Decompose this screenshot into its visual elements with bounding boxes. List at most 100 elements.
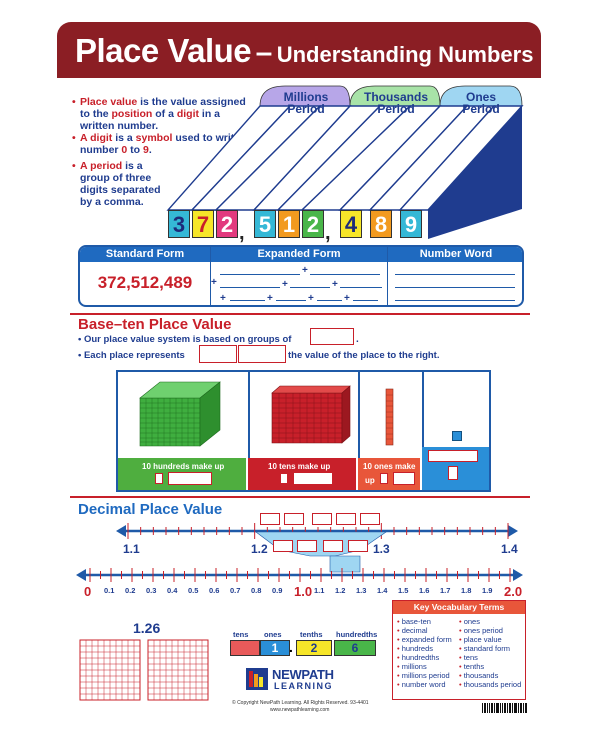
decimal-point: . bbox=[289, 639, 293, 655]
decimal-blank[interactable] bbox=[336, 513, 356, 525]
vocab-term: • decimal bbox=[397, 626, 428, 635]
bottom-number-label: 1.7 bbox=[440, 586, 451, 595]
panel-blank[interactable] bbox=[448, 466, 458, 480]
panel-blank[interactable] bbox=[293, 472, 333, 485]
vocab-term: • hundredths bbox=[397, 653, 440, 662]
plus-sign: + bbox=[302, 265, 308, 276]
bullet-1-text3: in a written number. bbox=[80, 108, 221, 132]
panel-label-hundreds: 10 hundreds make up bbox=[142, 462, 225, 471]
vocab-box: Key Vocabulary Terms • base-ten• decimal… bbox=[392, 600, 526, 700]
bullet-2-text3: to bbox=[127, 144, 144, 156]
bottom-number-label: 0.6 bbox=[209, 586, 220, 595]
vocab-term: • tens bbox=[459, 653, 478, 662]
bottom-number-label: 1.2 bbox=[335, 586, 346, 595]
vocab-term: • hundreds bbox=[397, 644, 433, 653]
comma: , bbox=[239, 222, 245, 244]
decimal-blank[interactable] bbox=[312, 513, 332, 525]
digit-box: 5 bbox=[254, 210, 276, 238]
decimal-title: Decimal Place Value bbox=[78, 501, 223, 518]
period-chart-side bbox=[428, 106, 522, 239]
ones-cell: 1 bbox=[260, 640, 290, 656]
bullet-2-text: is a bbox=[112, 132, 136, 144]
vocab-term: • millions period bbox=[397, 671, 450, 680]
header-tens: tens bbox=[233, 630, 249, 639]
plus-sign: + bbox=[267, 293, 273, 304]
hundred-grids bbox=[79, 639, 209, 701]
panel-blank[interactable] bbox=[393, 472, 415, 485]
hundredths-cell: 6 bbox=[334, 640, 376, 656]
plus-sign: + bbox=[344, 293, 350, 304]
represents-blank-1[interactable] bbox=[199, 345, 237, 363]
bottom-number-label: 1.6 bbox=[419, 586, 430, 595]
bottom-number-label: 1.8 bbox=[461, 586, 472, 595]
bottom-number-label: 0.7 bbox=[230, 586, 241, 595]
bottom-number-label: 0.2 bbox=[125, 586, 136, 595]
title-main: Place Value bbox=[75, 32, 252, 69]
bullet-digit: • A digit is a symbol used to write a nu… bbox=[72, 132, 249, 156]
bottom-number-label: 0.8 bbox=[251, 586, 262, 595]
bottom-number-label: 0 bbox=[84, 584, 92, 599]
bottom-number-label: 2.0 bbox=[504, 584, 523, 599]
thousands-period-tab bbox=[349, 85, 441, 107]
plus-sign: + bbox=[282, 279, 288, 290]
bullet-1-term2: position bbox=[111, 108, 153, 120]
decimal-blank[interactable] bbox=[273, 540, 293, 552]
millions-period-tab bbox=[259, 85, 351, 107]
newpath-logo-icon bbox=[246, 668, 268, 690]
panel-blank[interactable] bbox=[428, 450, 478, 462]
digit-box: 3 bbox=[168, 210, 190, 238]
vocab-term: • thousands bbox=[459, 671, 499, 680]
barcode bbox=[482, 703, 527, 713]
digit-box: 4 bbox=[340, 210, 362, 238]
decimal-blank[interactable] bbox=[360, 513, 380, 525]
vocab-title: Key Vocabulary Terms bbox=[393, 601, 525, 614]
number-word-header: Number Word bbox=[388, 247, 522, 262]
panel-label-ones: 10 ones make bbox=[363, 462, 416, 471]
panel-blank[interactable] bbox=[168, 472, 212, 485]
standard-form-value: 372,512,489 bbox=[97, 273, 193, 292]
base-ten-line-1: • Our place value system is based on gro… bbox=[78, 334, 292, 345]
decimal-blank[interactable] bbox=[284, 513, 304, 525]
vocab-term: • base-ten bbox=[397, 617, 431, 626]
plus-sign: + bbox=[308, 293, 314, 304]
page-title: Place Value – Understanding Numbers bbox=[75, 32, 533, 70]
bottom-number-label: 1.4 bbox=[377, 586, 388, 595]
bottom-number-label: 0.5 bbox=[188, 586, 199, 595]
decimal-blank[interactable] bbox=[323, 540, 343, 552]
header-hundredths: hundredths bbox=[336, 630, 378, 639]
digit-box: 8 bbox=[370, 210, 392, 238]
vocab-term: • ones period bbox=[459, 626, 503, 635]
panel-blank[interactable] bbox=[155, 473, 163, 484]
bullet-2-term4: 9 bbox=[143, 144, 149, 156]
decimal-blank[interactable] bbox=[348, 540, 368, 552]
panel-blank[interactable] bbox=[280, 473, 288, 484]
base-ten-line-2-end: the value of the place to the right. bbox=[288, 350, 440, 361]
bullet-3-text: is a group of three digits separated by … bbox=[80, 160, 161, 208]
vocab-term: • place value bbox=[459, 635, 502, 644]
vocab-term: • number word bbox=[397, 680, 446, 689]
base-ten-line-2: • Each place represents bbox=[78, 350, 185, 361]
bottom-number-label: 1.3 bbox=[356, 586, 367, 595]
digit-box: 1 bbox=[278, 210, 300, 238]
digit-box: 2 bbox=[302, 210, 324, 238]
vocab-term: • thousands period bbox=[459, 680, 522, 689]
expanded-form-header: Expanded Form bbox=[211, 247, 387, 262]
panel-label-tens: 10 tens make up bbox=[268, 462, 331, 471]
represents-blank-2[interactable] bbox=[238, 345, 286, 363]
bullet-place-value: • Place value is the value assigned to t… bbox=[72, 96, 246, 132]
base-ten-title: Base–ten Place Value bbox=[78, 316, 232, 333]
decimal-number-lines bbox=[76, 523, 523, 582]
standard-form-header: Standard Form bbox=[80, 247, 210, 262]
groups-of-blank[interactable] bbox=[310, 328, 354, 345]
panel-blank[interactable] bbox=[380, 473, 388, 484]
bullet-period: • A period is a group of three digits se… bbox=[72, 160, 161, 208]
plus-sign: + bbox=[211, 277, 217, 288]
title-dash: – bbox=[255, 36, 273, 69]
top-label-1-3: 1.3 bbox=[373, 542, 390, 556]
bullet-1-text: is the value assigned to the bbox=[80, 96, 246, 120]
decimal-blank[interactable] bbox=[260, 513, 280, 525]
decimal-blank[interactable] bbox=[297, 540, 317, 552]
